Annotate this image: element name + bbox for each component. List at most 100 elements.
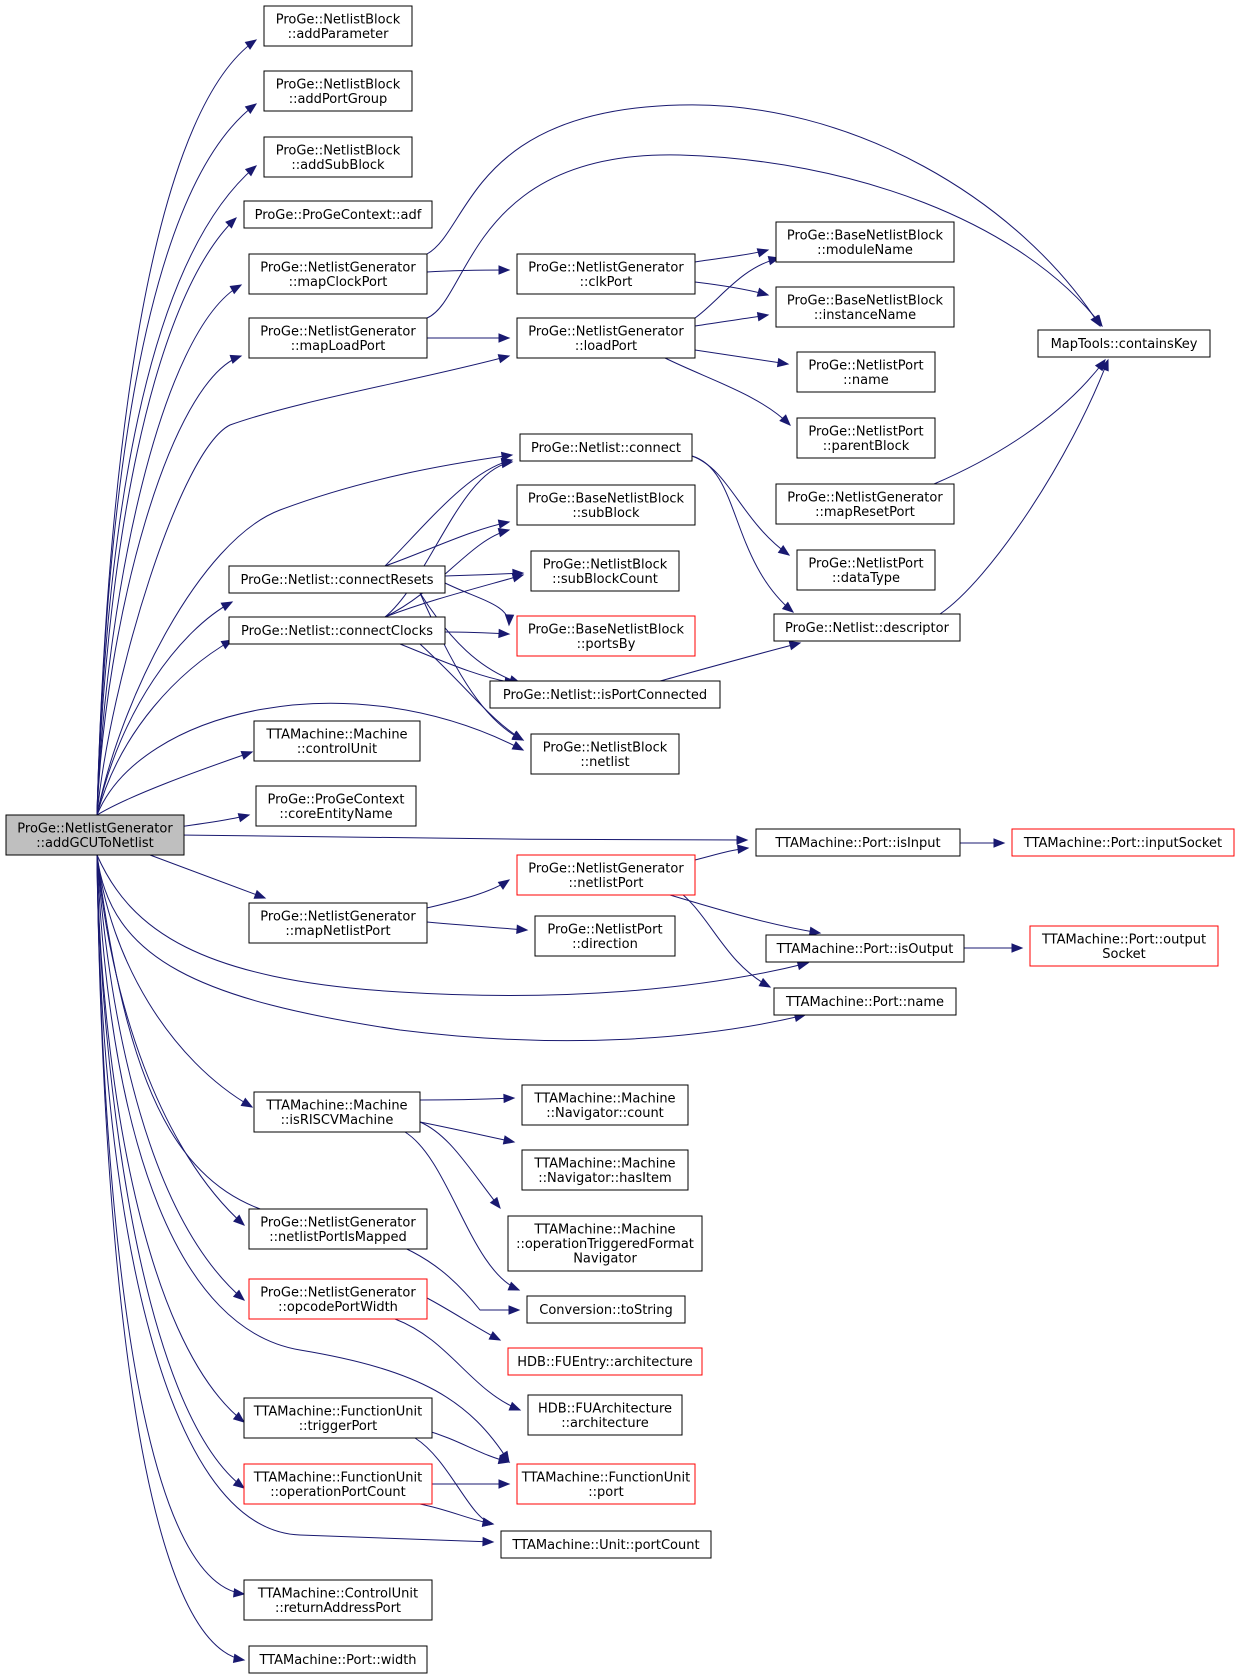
node-map-netlist-port[interactable]: ProGe::NetlistGenerator::mapNetlistPort (248, 902, 428, 944)
node-map-reset-port[interactable]: ProGe::NetlistGenerator::mapResetPort (775, 483, 955, 525)
node-direction[interactable]: ProGe::NetlistPort::direction (534, 915, 676, 957)
call-edge (419, 1093, 516, 1104)
node-fu-arch-arch[interactable]: HDB::FUArchitecture::architecture (527, 1394, 683, 1436)
node-label: ::moduleName (817, 243, 913, 258)
node-input-socket[interactable]: TTAMachine::Port::inputSocket (1011, 828, 1235, 857)
node-map-load-port[interactable]: ProGe::NetlistGenerator::mapLoadPort (248, 317, 428, 359)
node-is-riscvmachine[interactable]: TTAMachine::Machine::isRISCVMachine (253, 1091, 421, 1133)
node-connect-resets[interactable]: ProGe::Netlist::connectResets (228, 565, 446, 594)
node-contains-key[interactable]: MapTools::containsKey (1037, 329, 1211, 358)
node-label: ::addPortGroup (289, 92, 388, 107)
call-edge (960, 838, 1006, 848)
node-box (489, 680, 721, 709)
node-label: ::architecture (561, 1416, 648, 1431)
node-load-port[interactable]: ProGe::NetlistGenerator::loadPort (516, 317, 696, 359)
node-label: ProGe::BaseNetlistBlock (787, 228, 944, 243)
node-operation-port-count[interactable]: TTAMachine::FunctionUnit::operationPortC… (243, 1463, 433, 1505)
arrowhead (498, 628, 511, 639)
node-op-trig-fmt-nav[interactable]: TTAMachine::Machine::operationTriggeredF… (507, 1215, 703, 1272)
node-connect[interactable]: ProGe::Netlist::connect (519, 433, 693, 462)
node-add-sub-block[interactable]: ProGe::NetlistBlock::addSubBlock (263, 136, 413, 178)
node-data-type[interactable]: ProGe::NetlistPort::dataType (796, 549, 936, 591)
node-label: ::addParameter (288, 27, 390, 42)
node-netlist-port-is-mapped[interactable]: ProGe::NetlistGenerator::netlistPortIsMa… (248, 1208, 428, 1250)
node-trigger-port[interactable]: TTAMachine::FunctionUnit::triggerPort (243, 1397, 433, 1439)
node-label: ::netlistPortIsMapped (269, 1230, 407, 1245)
node-nav-count[interactable]: TTAMachine::Machine::Navigator::count (521, 1084, 689, 1126)
node-clk-port[interactable]: ProGe::NetlistGenerator::clkPort (516, 253, 696, 295)
node-label: ProGe::NetlistGenerator (260, 324, 416, 339)
node-ports-by[interactable]: ProGe::BaseNetlistBlock::portsBy (516, 615, 696, 657)
arrowhead (498, 1479, 511, 1489)
node-to-string[interactable]: Conversion::toString (526, 1295, 686, 1324)
node-label: ::operationTriggeredFormat (516, 1237, 694, 1252)
node-box (1029, 925, 1219, 967)
node-label: TTAMachine::Port::isInput (774, 836, 940, 851)
node-adf[interactable]: ProGe::ProGeContext::adf (243, 200, 433, 229)
call-edge (404, 1131, 521, 1291)
call-edge (694, 281, 770, 297)
arrowhead (993, 838, 1006, 848)
node-sub-block-count[interactable]: ProGe::NetlistBlock::subBlockCount (530, 550, 680, 592)
node-nav-has-item[interactable]: TTAMachine::Machine::Navigator::hasItem (521, 1149, 689, 1191)
call-edge (96, 854, 246, 1226)
node-fu-port[interactable]: TTAMachine::FunctionUnit::port (516, 1463, 696, 1505)
node-box (243, 1463, 433, 1505)
node-is-output[interactable]: TTAMachine::Port::isOutput (765, 934, 965, 963)
node-label: TTAMachine::Port::output (1041, 932, 1206, 947)
node-sub-block[interactable]: ProGe::BaseNetlistBlock::subBlock (516, 484, 696, 526)
node-core-entity-name[interactable]: ProGe::ProGeContext::coreEntityName (255, 785, 417, 827)
node-label: Navigator (573, 1252, 637, 1267)
node-label: TTAMachine::Machine (533, 1091, 675, 1106)
node-add-parameter[interactable]: ProGe::NetlistBlock::addParameter (263, 5, 413, 47)
node-box (263, 136, 413, 178)
node-netlist[interactable]: ProGe::NetlistBlock::netlist (530, 733, 680, 775)
node-label: HDB::FUEntry::architecture (517, 1355, 693, 1370)
arrowhead (758, 977, 772, 988)
node-label: ProGe::NetlistBlock (276, 143, 401, 158)
node-unit-port-count[interactable]: TTAMachine::Unit::portCount (500, 1530, 712, 1559)
node-connect-clocks[interactable]: ProGe::Netlist::connectClocks (228, 616, 446, 645)
call-edge (384, 573, 525, 618)
node-parent-block[interactable]: ProGe::NetlistPort::parentBlock (796, 417, 936, 459)
node-box (507, 1347, 703, 1376)
arrowhead (497, 879, 511, 890)
node-label: TTAMachine::Port::isOutput (776, 942, 954, 957)
node-netlist-port[interactable]: ProGe::NetlistGenerator::netlistPort (516, 854, 696, 896)
node-is-port-connected[interactable]: ProGe::Netlist::isPortConnected (489, 680, 721, 709)
node-is-input[interactable]: TTAMachine::Port::isInput (755, 828, 961, 857)
node-label: TTAMachine::Machine (265, 727, 407, 742)
node-box (521, 1084, 689, 1126)
arrowhead (229, 284, 243, 295)
node-label: ::parentBlock (823, 439, 910, 454)
call-edge (394, 1318, 522, 1411)
node-box (755, 828, 961, 857)
node-width[interactable]: TTAMachine::Port::width (248, 1645, 428, 1674)
node-return-address-port[interactable]: TTAMachine::ControlUnit::returnAddressPo… (243, 1579, 433, 1621)
node-descriptor[interactable]: ProGe::Netlist::descriptor (773, 613, 961, 642)
call-edge (664, 357, 791, 426)
arrowhead (498, 265, 511, 275)
node-opcode-port-width[interactable]: ProGe::NetlistGenerator::opcodePortWidth (248, 1278, 428, 1320)
node-map-clock-port[interactable]: ProGe::NetlistGenerator::mapClockPort (248, 253, 428, 295)
arrowhead (497, 1454, 511, 1465)
node-instance-name[interactable]: ProGe::BaseNetlistBlock::instanceName (775, 286, 955, 328)
arrowhead (481, 1517, 495, 1527)
node-control-unit[interactable]: TTAMachine::Machine::controlUnit (253, 720, 421, 762)
node-label: ::addGCUToNetlist (36, 836, 154, 851)
node-port-name[interactable]: TTAMachine::Port::name (773, 987, 957, 1016)
node-fu-entry-arch[interactable]: HDB::FUEntry::architecture (507, 1347, 703, 1376)
call-edge (419, 1121, 501, 1210)
node-add-port-group[interactable]: ProGe::NetlistBlock::addPortGroup (263, 70, 413, 112)
arrowhead (502, 1135, 516, 1145)
node-np-name[interactable]: ProGe::NetlistPort::name (796, 351, 936, 393)
node-label: ::isRISCVMachine (281, 1113, 394, 1128)
node-box (773, 987, 957, 1016)
node-root[interactable]: ProGe::NetlistGenerator::addGCUToNetlist (5, 814, 185, 856)
call-edge (384, 528, 511, 618)
node-module-name[interactable]: ProGe::BaseNetlistBlock::moduleName (775, 221, 955, 263)
node-label: ::clkPort (580, 275, 633, 290)
node-label: ProGe::Netlist::isPortConnected (503, 688, 707, 703)
node-box (5, 814, 185, 856)
